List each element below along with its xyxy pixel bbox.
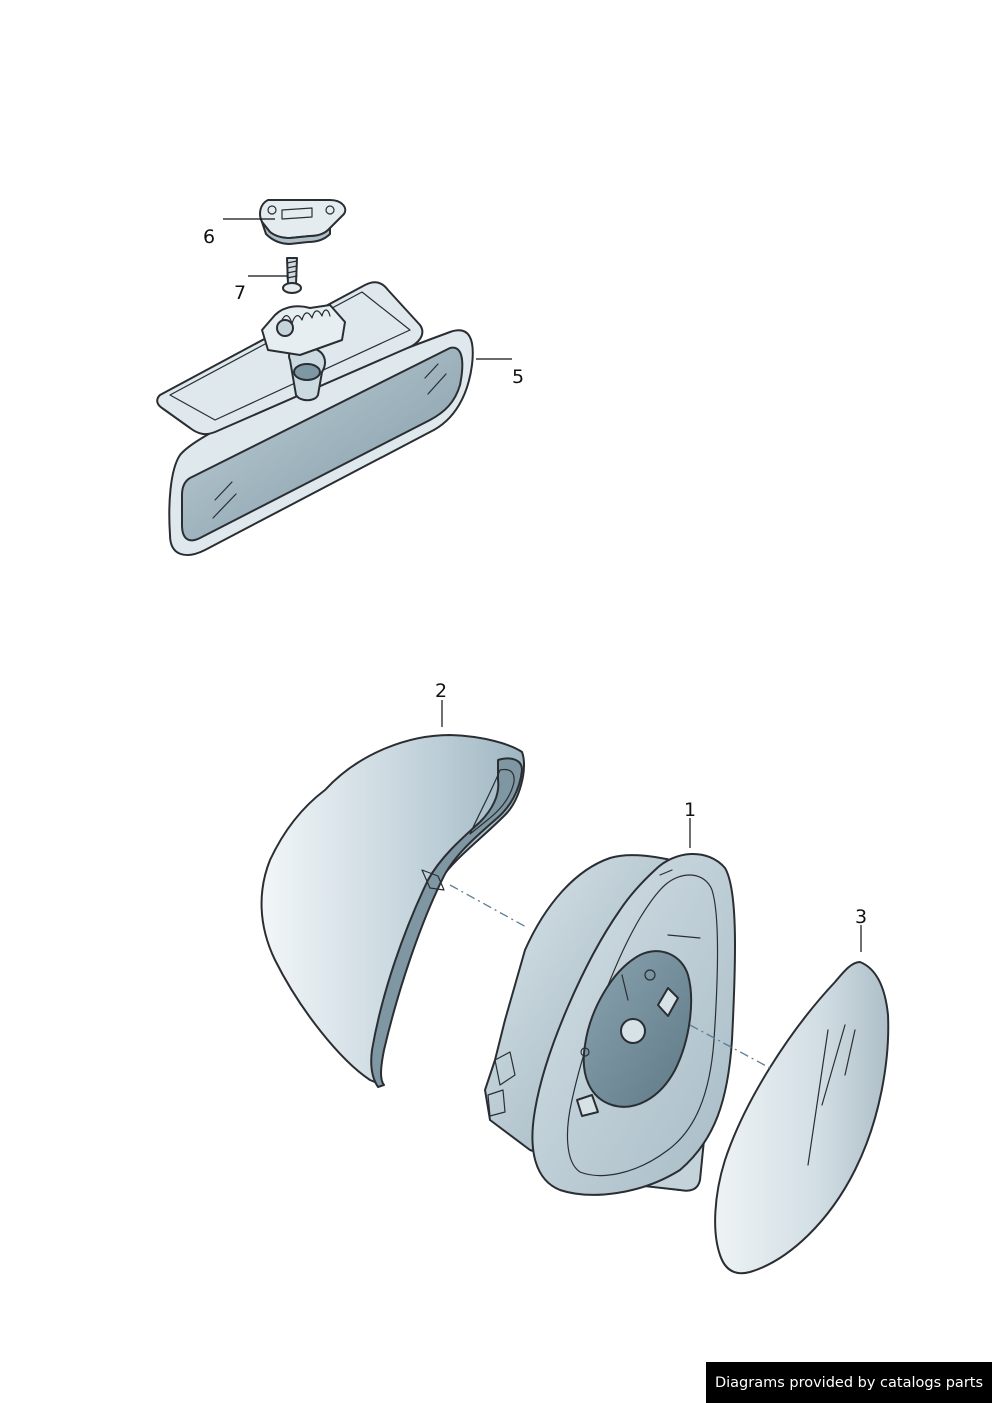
callout-6: 6 [203, 218, 275, 248]
callout-label-7: 7 [234, 282, 246, 304]
callout-label-6: 6 [203, 226, 215, 248]
callout-2: 2 [435, 680, 447, 727]
callout-3: 3 [855, 906, 867, 952]
credit-banner: Diagrams provided by catalogs parts [706, 1362, 992, 1403]
mirror-housing [484, 853, 737, 1196]
callout-1: 1 [684, 799, 696, 848]
callout-label-3: 3 [855, 906, 867, 928]
callout-7: 7 [234, 275, 288, 304]
screw [282, 257, 302, 294]
callout-label-5: 5 [512, 366, 524, 388]
mounting-clip [259, 199, 347, 245]
assembly-centerlines [449, 884, 771, 1069]
callout-label-1: 1 [684, 799, 696, 821]
mirror-glass [714, 961, 890, 1275]
credit-text: Diagrams provided by catalogs parts [714, 1374, 984, 1391]
interior-mirror [156, 281, 474, 556]
callout-5: 5 [476, 358, 524, 388]
mirror-cap [260, 734, 526, 1088]
callout-label-2: 2 [435, 680, 447, 702]
